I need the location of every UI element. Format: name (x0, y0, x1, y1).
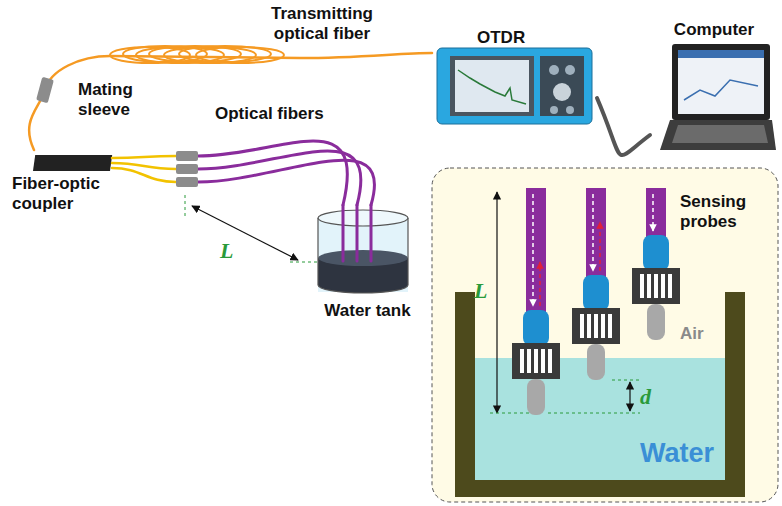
node-label: Computer (650, 20, 778, 40)
node-label: Water tank (305, 301, 430, 321)
water-label: Water (640, 438, 714, 469)
fiber-line (198, 160, 374, 205)
fiber-connector (29, 53, 432, 150)
fiber-line (112, 156, 176, 158)
computer: Computer (650, 20, 778, 168)
otdr-device: OTDR (432, 28, 597, 126)
fiber-line (112, 168, 176, 182)
depth-symbol: d (640, 384, 651, 410)
fiber-line (29, 53, 432, 150)
node-label: Fiber-optic coupler (12, 174, 112, 214)
water-tank: Water tank (305, 205, 430, 323)
fiber-label: Transmitting optical fiber (262, 4, 382, 44)
fiber-line (370, 205, 373, 261)
probes-label: Sensing probes (680, 192, 770, 232)
fiber-connector (597, 98, 650, 155)
coupler: Fiber-optic coupler (12, 150, 112, 216)
sleeve-label: Mating sleeve (78, 80, 158, 120)
air-label: Air (680, 324, 704, 344)
fiber-line (356, 205, 359, 261)
usb-cable (597, 98, 650, 155)
fiber-line (342, 205, 345, 261)
fibers-label: Optical fibers (215, 104, 345, 124)
length-symbol: L (220, 238, 233, 264)
node-label: OTDR (477, 28, 597, 48)
length-symbol: L (474, 278, 487, 304)
fiber-connector (112, 141, 374, 261)
